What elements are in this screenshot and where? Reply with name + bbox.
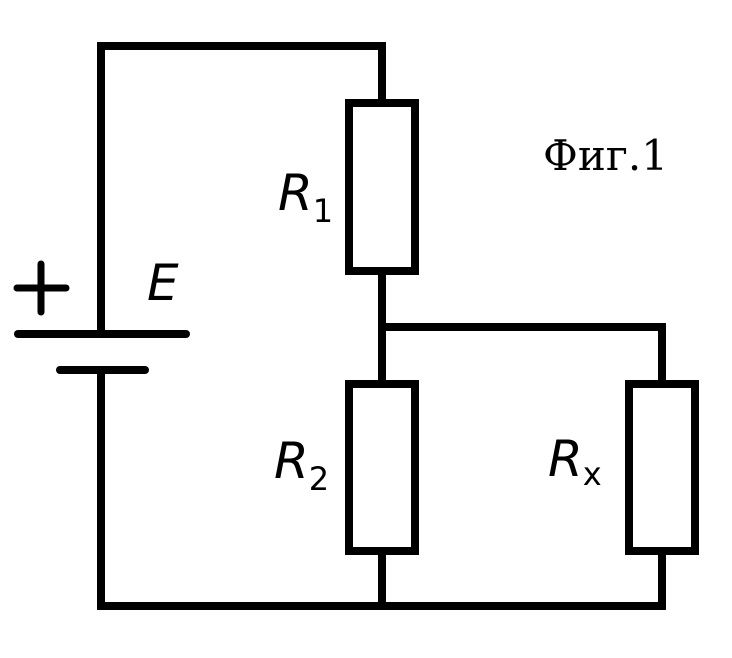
r1-symbol: R: [278, 164, 313, 222]
resistor-r1: [345, 99, 419, 275]
plus-sign-icon: [13, 260, 70, 316]
emf-label: E: [147, 254, 179, 312]
rx-label: Rx: [548, 430, 602, 493]
wires: [97, 42, 666, 610]
resistor-rx: [625, 380, 699, 555]
battery: [13, 260, 190, 374]
figure-label: Фиг.1: [543, 131, 668, 180]
r2-symbol: R: [274, 432, 309, 490]
r2-label: R2: [274, 432, 329, 498]
rx-symbol: R: [548, 430, 583, 488]
r2-subscript: 2: [309, 460, 329, 498]
rx-subscript: x: [583, 455, 602, 493]
r1-label: R1: [278, 164, 333, 230]
r1-subscript: 1: [313, 192, 333, 230]
resistor-r2: [345, 380, 419, 555]
